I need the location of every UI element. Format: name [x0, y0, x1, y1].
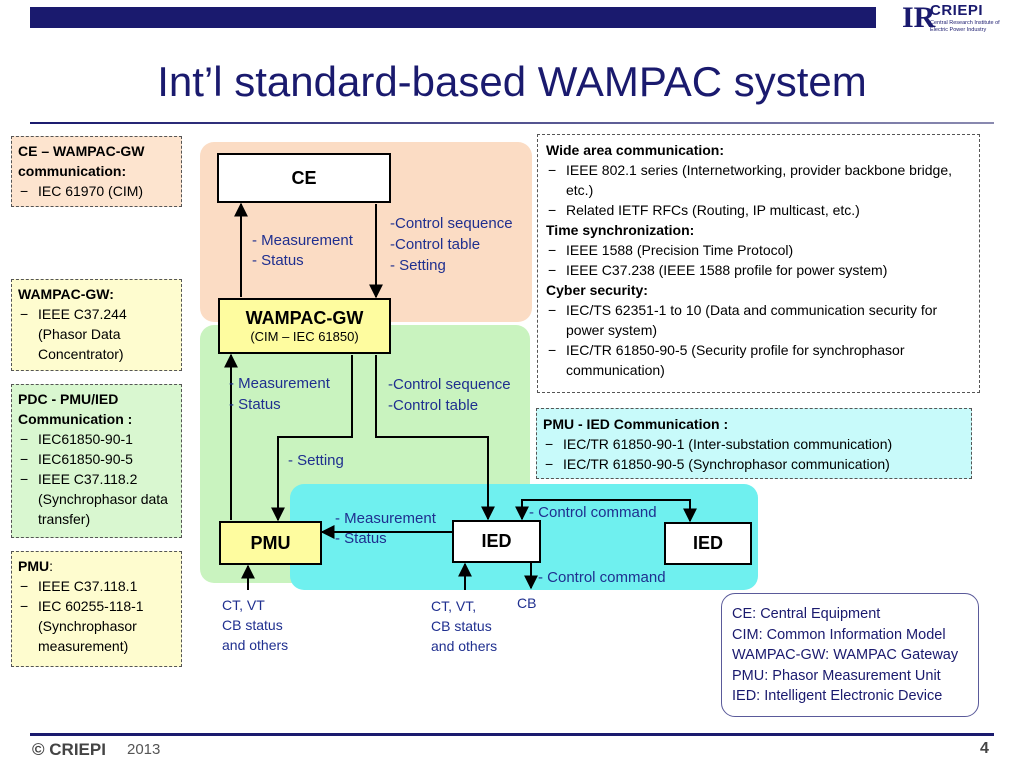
- criepi-logo-subtitle: Central Research Institute of Electric P…: [930, 20, 1000, 33]
- pdc-standard-box: PDC - PMU/IED Communication : IEC61850-9…: [11, 384, 182, 538]
- slide-title: Int’l standard-based WAMPAC system: [157, 58, 867, 105]
- legend-item: CE: Central Equipment: [732, 606, 881, 622]
- legend-item: WAMPAC-GW: WAMPAC Gateway: [732, 647, 959, 663]
- ce-gw-standard-box: CE – WAMPAC-GW communication: IEC 61970 …: [11, 136, 182, 207]
- gw-down-label-1: -Control sequence: [388, 376, 511, 393]
- ied-node-2: IED: [664, 522, 752, 565]
- pmu-input-label-2: CB status: [222, 617, 283, 633]
- pmu-node-label: PMU: [250, 532, 291, 553]
- ce-up-label-1: - Measurement: [252, 232, 353, 249]
- ied-input-label-2: CB status: [431, 618, 492, 634]
- time-sync-heading: Time synchronization:: [546, 222, 695, 238]
- time-sync-item: IEEE 1588 (Precision Time Protocol): [546, 240, 971, 260]
- page-number: 4: [980, 740, 989, 757]
- gw-up-label-1: - Measurement: [229, 375, 330, 392]
- wide-area-item: Related IETF RFCs (Routing, IP multicast…: [546, 200, 971, 220]
- pdc-standard-item: IEC61850-90-5: [18, 449, 175, 469]
- ied-measurement-label-1: - Measurement: [335, 510, 436, 527]
- copyright-icon: ©: [32, 740, 45, 759]
- pmu-standard-box: PMU: IEEE C37.118.1 IEC 60255-118-1 (Syn…: [11, 551, 182, 667]
- ied-measurement-label-2: - Status: [335, 530, 387, 547]
- cyber-security-item: IEC/TS 62351-1 to 10 (Data and communica…: [546, 300, 971, 340]
- ied-node-2-label: IED: [692, 533, 723, 553]
- footer-copyright: © CRIEPI: [32, 740, 106, 760]
- control-command-bottom-label: - Control command: [538, 569, 666, 586]
- time-sync-item: IEEE C37.238 (IEEE 1588 profile for powe…: [546, 260, 971, 280]
- footer-org: CRIEPI: [49, 740, 106, 759]
- pdc-standard-item: IEEE C37.118.2 (Synchrophasor data trans…: [18, 469, 175, 529]
- gw-to-pmu-setting-arrow: [271, 355, 353, 522]
- ce-down-label-2: -Control table: [390, 236, 481, 253]
- ce-up-label-2: - Status: [252, 252, 304, 269]
- footer-divider: [30, 733, 994, 736]
- wide-area-standard-box: Wide area communication: IEEE 802.1 seri…: [537, 134, 980, 393]
- pdc-standard-item: IEC61850-90-1: [18, 429, 175, 449]
- pmu-input-label-1: CT, VT: [222, 597, 265, 613]
- ied-node-1: IED: [452, 520, 541, 563]
- legend-item: PMU: Phasor Measurement Unit: [732, 667, 941, 684]
- ce-node: CE: [217, 153, 391, 203]
- pmu-node: PMU: [219, 521, 322, 565]
- pdc-standard-heading: PDC - PMU/IED Communication :: [18, 391, 133, 427]
- gw-down-label-2: -Control table: [388, 397, 479, 414]
- pmu-standard-heading-colon: :: [49, 558, 54, 574]
- cyber-security-heading: Cyber security:: [546, 282, 648, 298]
- control-command-top-label: - Control command: [529, 504, 657, 521]
- cb-label: CB: [517, 595, 537, 611]
- gw-up-label-2: - Status: [229, 396, 281, 413]
- cyber-security-item: IEC/TR 61850-90-5 (Security profile for …: [546, 340, 971, 380]
- wampac-gw-node: WAMPAC-GW (CIM – IEC 61850): [218, 298, 391, 354]
- pmu-ied-standard-box: PMU - IED Communication : IEC/TR 61850-9…: [536, 408, 972, 479]
- ce-node-label: CE: [291, 167, 317, 188]
- ce-gw-standard-heading: CE – WAMPAC-GW communication:: [18, 143, 145, 179]
- title-divider: [30, 122, 994, 124]
- gw-standard-item: IEEE C37.244 (Phasor Data Concentrator): [18, 304, 175, 364]
- abbreviation-legend: CE: Central Equipment CIM: Common Inform…: [721, 593, 979, 717]
- criepi-logo-name: CRIEPI: [930, 2, 984, 19]
- ied-input-label-1: CT, VT,: [431, 598, 477, 614]
- wide-area-heading: Wide area communication:: [546, 142, 725, 158]
- pmu-ied-standard-heading: PMU - IED Communication :: [543, 416, 729, 432]
- footer-year: 2013: [127, 741, 161, 758]
- ied-node-1-label: IED: [481, 531, 512, 551]
- ce-down-label-3: - Setting: [390, 257, 446, 274]
- header-bar: [30, 7, 876, 28]
- pmu-ied-standard-item: IEC/TR 61850-90-1 (Inter-substation comm…: [543, 434, 965, 454]
- pmu-ied-standard-item: IEC/TR 61850-90-5 (Synchrophasor communi…: [543, 454, 965, 474]
- wampac-gw-sublabel: (CIM – IEC 61850): [250, 329, 359, 344]
- ce-gw-standard-item: IEC 61970 (CIM): [18, 181, 175, 201]
- setting-label: - Setting: [288, 452, 344, 469]
- pmu-standard-item: IEC 60255-118-1 (Synchrophasor measureme…: [18, 596, 175, 656]
- gw-standard-box: WAMPAC-GW: IEEE C37.244 (Phasor Data Con…: [11, 279, 182, 371]
- gw-standard-heading: WAMPAC-GW:: [18, 286, 114, 302]
- wampac-gw-label: WAMPAC-GW: [245, 308, 364, 328]
- legend-item: IED: Intelligent Electronic Device: [732, 688, 943, 704]
- pmu-standard-item: IEEE C37.118.1: [18, 576, 175, 596]
- ce-down-label-1: -Control sequence: [390, 215, 513, 232]
- pmu-input-label-3: and others: [222, 637, 289, 653]
- ied-ied-control-arrow: [515, 499, 697, 523]
- pmu-standard-heading: PMU: [18, 558, 50, 574]
- legend-item: CIM: Common Information Model: [732, 626, 946, 643]
- gw-to-ied-arrow: [375, 355, 495, 521]
- wide-area-item: IEEE 802.1 series (Internetworking, prov…: [546, 160, 971, 200]
- ied-input-label-3: and others: [431, 638, 498, 654]
